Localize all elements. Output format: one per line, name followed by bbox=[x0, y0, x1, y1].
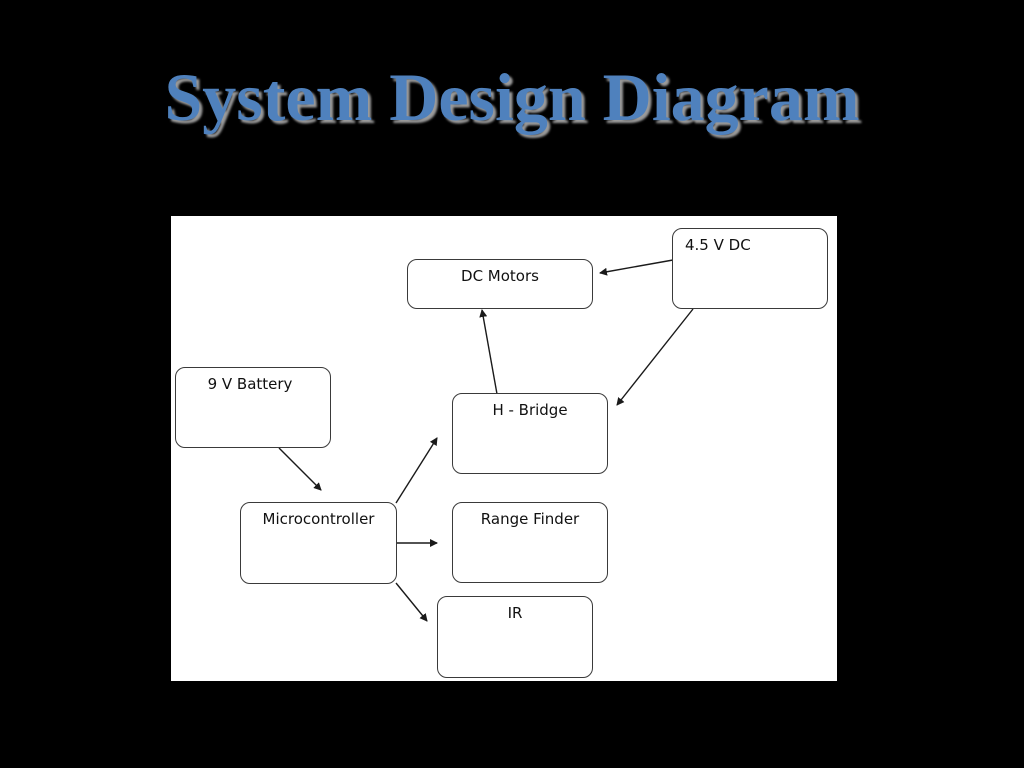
arrow-battery-to-microcontroller bbox=[278, 447, 322, 491]
arrow-microcontroller-to-ir bbox=[395, 582, 428, 622]
range-finder-label: Range Finder bbox=[480, 510, 580, 528]
dc-motors-label: DC Motors bbox=[461, 267, 539, 285]
arrow-microcontroller-to-h-bridge bbox=[395, 437, 438, 504]
ir-label: IR bbox=[507, 604, 523, 622]
microcontroller-box: Microcontroller bbox=[240, 502, 397, 584]
arrow-power-to-h-bridge bbox=[616, 308, 694, 406]
ir-box: IR bbox=[437, 596, 593, 678]
battery-9v-label: 9 V Battery bbox=[207, 375, 293, 393]
arrow-power-to-dc-motors bbox=[599, 259, 674, 276]
h-bridge-box: H - Bridge bbox=[452, 393, 608, 474]
slide-title: System Design Diagram bbox=[164, 59, 860, 135]
power-4-5v-label: 4.5 V DC bbox=[685, 236, 751, 254]
microcontroller-label: Microcontroller bbox=[262, 510, 375, 528]
dc-motors-box: DC Motors bbox=[407, 259, 593, 309]
power-4-5v-box: 4.5 V DC bbox=[672, 228, 828, 309]
range-finder-box: Range Finder bbox=[452, 502, 608, 583]
battery-9v-box: 9 V Battery bbox=[175, 367, 331, 448]
connector-layer bbox=[278, 259, 694, 622]
system-diagram: DC Motors 4.5 V DC 9 V Battery H - Bridg… bbox=[171, 216, 837, 681]
arrow-h-bridge-to-dc-motors bbox=[479, 309, 498, 395]
h-bridge-label: H - Bridge bbox=[492, 401, 568, 419]
